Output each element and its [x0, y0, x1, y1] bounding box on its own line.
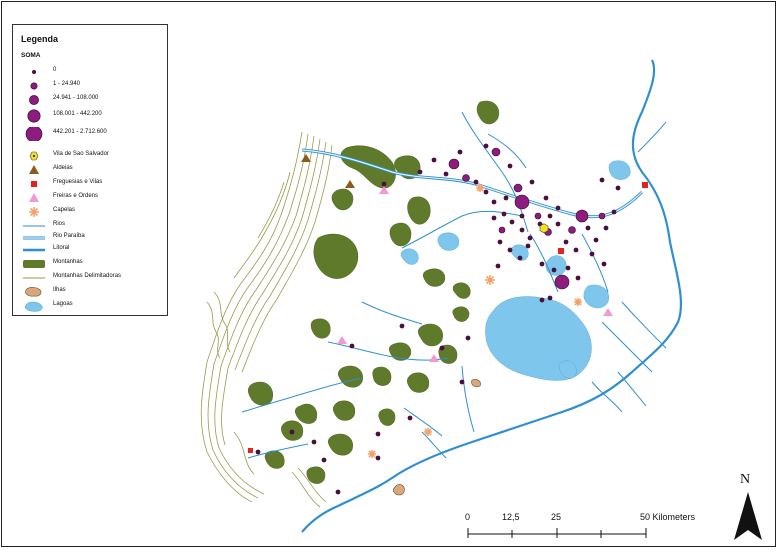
triangle-pink-icon — [29, 193, 39, 202]
legend-item-label: Freguesias e Vilas — [53, 179, 103, 185]
legend-item-label: Montanhas Delimitadoras — [53, 273, 122, 279]
legend-row: Vila de Sao Salvador — [13, 149, 163, 163]
legend-subtitle: SOMA — [21, 52, 41, 59]
circle-s-icon — [30, 82, 38, 90]
legend-row: 442.201 - 2.712.600 — [13, 127, 163, 141]
lagoons — [400, 160, 631, 381]
circle-xs-icon — [32, 70, 36, 74]
line-double-blue-icon — [23, 236, 45, 240]
legend-item-label: Montanhas — [53, 259, 83, 265]
legend-row: Freguesias e Vilas — [13, 177, 163, 191]
legend-row: Freiras e Ordens — [13, 191, 163, 205]
soma-circles — [448, 147, 606, 290]
legend-item-label: 1 - 24.940 — [53, 81, 81, 87]
legend-item-label: Freiras e Ordens — [53, 193, 99, 199]
legend-row: Aldeias — [13, 163, 163, 177]
legend-row: 24.941 - 108.000 — [13, 93, 163, 107]
mountain-contours — [200, 131, 333, 508]
legend-row: Montanhas — [13, 257, 163, 271]
scale-tick-3: 50 Kilometers — [640, 512, 696, 522]
circle-m-icon — [29, 95, 39, 105]
legend-item-label: Capelas — [53, 207, 76, 213]
vila-sao-salvador-marker — [539, 223, 549, 234]
north-letter: N — [740, 472, 751, 487]
legend-item-label: 24.941 - 108.000 — [53, 95, 99, 101]
rio-paraiba — [301, 148, 644, 219]
legend-row: Rios — [13, 219, 163, 233]
aldeia-markers — [301, 154, 355, 188]
circle-xl-icon — [25, 127, 43, 141]
patch-lightblue-icon — [24, 301, 43, 312]
hexagon-yellow-icon — [29, 151, 39, 161]
legend-item-label: Rio Paraíba — [53, 233, 85, 239]
triangle-brown-icon — [29, 165, 39, 174]
legend-item-label: 442.201 - 2.712.600 — [53, 129, 107, 135]
legend-item-label: Rios — [53, 221, 66, 227]
legend-row: 108.001 - 442.200 — [13, 109, 163, 123]
asterisk-orange-icon — [29, 207, 39, 217]
legend-item-label: 0 — [53, 67, 57, 73]
legend-row: Litoral — [13, 243, 163, 257]
legend-row: Ilhas — [13, 285, 163, 299]
legend-row: Montanhas Delimitadoras — [13, 271, 163, 285]
soma-dots — [255, 143, 621, 495]
legend-item-label: Vila de Sao Salvador — [53, 151, 109, 157]
scale-bar-graphic — [467, 528, 647, 538]
legend-row: Capelas — [13, 205, 163, 219]
north-arrow: N — [730, 472, 766, 544]
legend-item-label: Litoral — [53, 245, 70, 251]
map-legend: Legenda SOMA 0 1 - 24.940 24.941 - 108.000… — [12, 24, 168, 316]
scale-bar: 0 12,5 25 50 Kilometers — [464, 512, 695, 542]
islands — [392, 379, 481, 496]
coastline — [301, 59, 683, 533]
legend-item-label: Ilhas — [53, 287, 66, 293]
legend-row: 1 - 24.940 — [13, 79, 163, 93]
legend-item-label: 108.001 - 442.200 — [53, 111, 102, 117]
legend-item-label: Aldeias — [53, 165, 73, 171]
line-olive-icon — [23, 277, 45, 279]
freguesia-markers — [248, 182, 648, 453]
legend-title: Legenda — [21, 34, 59, 44]
freira-markers — [337, 186, 613, 362]
patch-green-icon — [23, 260, 45, 268]
scale-tick-1: 12,5 — [502, 512, 520, 522]
line-thick-blue-icon — [23, 248, 45, 252]
legend-row: Rio Paraíba — [13, 231, 163, 245]
circle-l-icon — [27, 109, 41, 123]
patch-tan-icon — [25, 287, 42, 297]
scale-tick-0: 0 — [465, 512, 471, 522]
mountain-patches — [248, 100, 500, 484]
square-red-icon — [31, 181, 37, 187]
scale-tick-2: 25 — [551, 512, 562, 522]
capela-markers — [368, 184, 582, 458]
legend-item-label: Lagoas — [53, 301, 73, 307]
legend-row: 0 — [13, 65, 163, 79]
north-arrow-icon — [734, 492, 762, 540]
line-thin-blue-icon — [23, 225, 45, 227]
legend-row: Lagoas — [13, 299, 163, 313]
